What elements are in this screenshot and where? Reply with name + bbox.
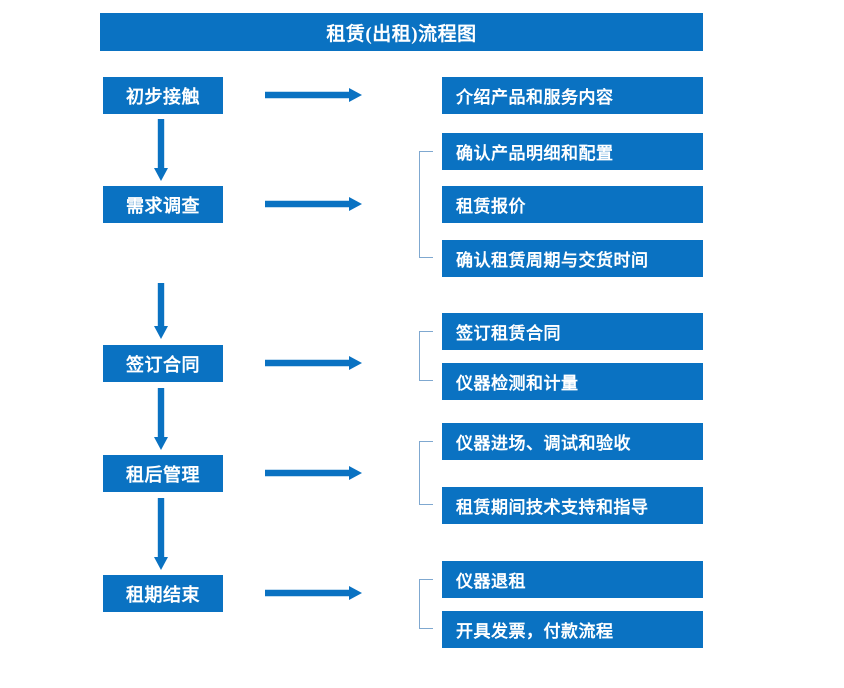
stage-box[interactable]: 租期结束 [103, 575, 223, 612]
flow-arrow-right [265, 195, 362, 213]
detail-box[interactable]: 确认产品明细和配置 [442, 133, 703, 170]
detail-box[interactable]: 开具发票，付款流程 [442, 611, 703, 648]
flow-arrow-right [265, 354, 362, 372]
group-bracket [419, 579, 433, 629]
flow-arrow-down [152, 283, 170, 339]
detail-box[interactable]: 确认租赁周期与交货时间 [442, 240, 703, 277]
detail-box[interactable]: 租赁期间技术支持和指导 [442, 487, 703, 524]
stage-box[interactable]: 初步接触 [103, 77, 223, 114]
detail-box[interactable]: 租赁报价 [442, 186, 703, 223]
detail-box[interactable]: 签订租赁合同 [442, 313, 703, 350]
flowchart-title: 租赁(出租)流程图 [100, 13, 703, 51]
flow-arrow-right [265, 464, 362, 482]
stage-box[interactable]: 签订合同 [103, 345, 223, 382]
flow-arrow-down [152, 498, 170, 570]
group-bracket [419, 151, 433, 258]
flow-arrow-down [152, 388, 170, 450]
detail-box[interactable]: 仪器进场、调试和验收 [442, 423, 703, 460]
group-bracket [419, 441, 433, 505]
detail-box[interactable]: 介绍产品和服务内容 [442, 77, 703, 114]
detail-box[interactable]: 仪器退租 [442, 561, 703, 598]
stage-box[interactable]: 租后管理 [103, 455, 223, 492]
group-bracket [419, 331, 433, 381]
flow-arrow-down [152, 119, 170, 181]
stage-box[interactable]: 需求调查 [103, 186, 223, 223]
flow-arrow-right [265, 86, 362, 104]
detail-box[interactable]: 仪器检测和计量 [442, 363, 703, 400]
flow-arrow-right [265, 584, 362, 602]
